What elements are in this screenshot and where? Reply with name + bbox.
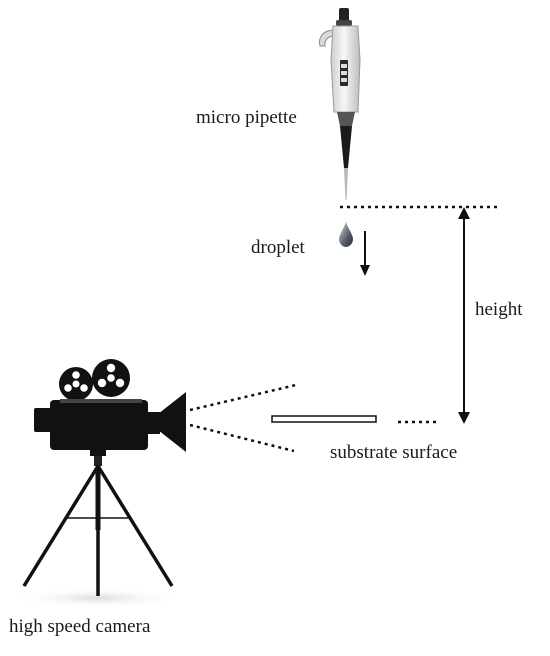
droplet-fall-arrow [360, 231, 370, 276]
substrate-plate [271, 415, 377, 423]
tripod-icon [12, 447, 184, 608]
water-drop-icon [339, 222, 353, 247]
micro-pipette-label: micro pipette [196, 107, 297, 128]
height-label: height [475, 299, 523, 320]
substrate-surface-label: substrate surface [330, 442, 458, 463]
high-speed-camera-label: high speed camera [9, 616, 151, 637]
micro-pipette-icon [319, 8, 361, 200]
droplet-label: droplet [251, 237, 305, 258]
movie-camera-icon [34, 359, 186, 452]
height-double-arrow [458, 207, 470, 424]
